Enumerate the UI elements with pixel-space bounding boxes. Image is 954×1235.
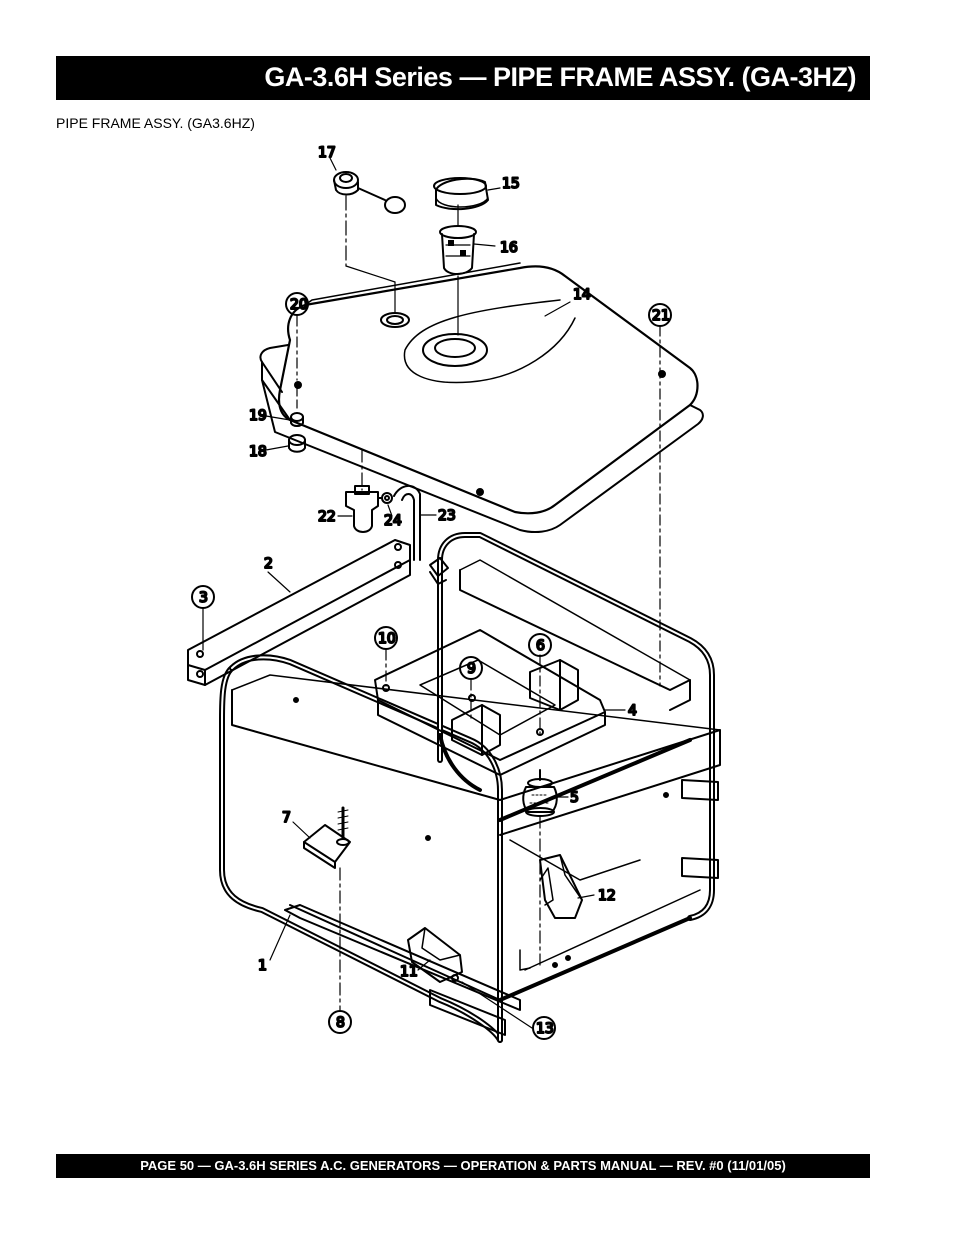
page-title: GA-3.6H Series — PIPE FRAME ASSY. (GA-3H… xyxy=(264,62,856,92)
callout-9: 9 xyxy=(467,661,476,677)
callout-14: 14 xyxy=(573,287,591,303)
callout-6: 6 xyxy=(536,638,545,654)
callout-1: 1 xyxy=(258,958,267,974)
rubber-mount xyxy=(522,769,558,966)
engine-bed xyxy=(374,629,606,792)
callout-17: 17 xyxy=(318,145,336,161)
callout-11: 11 xyxy=(400,964,418,980)
callout-15: 15 xyxy=(502,176,520,192)
fuel-gauge xyxy=(329,157,406,313)
callout-10: 10 xyxy=(378,631,396,647)
bracket-12 xyxy=(539,854,583,919)
callout-12: 12 xyxy=(598,888,616,904)
diagram-subtitle: PIPE FRAME ASSY. (GA3.6HZ) xyxy=(56,115,255,131)
footer-text: PAGE 50 — GA-3.6H SERIES A.C. GENERATORS… xyxy=(140,1158,786,1173)
callout-3: 3 xyxy=(199,590,208,606)
mount-brackets xyxy=(385,649,579,756)
callout-circles xyxy=(191,292,672,1040)
callout-19: 19 xyxy=(249,408,267,424)
footer-bar: PAGE 50 — GA-3.6H SERIES A.C. GENERATORS… xyxy=(56,1154,870,1178)
callout-22: 22 xyxy=(318,509,336,525)
callout-16: 16 xyxy=(500,240,518,256)
fuel-cock-assembly xyxy=(345,449,437,561)
bushing-washers xyxy=(288,387,306,453)
hose-clamp xyxy=(429,557,449,585)
fuel-strainer xyxy=(439,204,496,336)
callout-2: 2 xyxy=(264,556,273,572)
callout-20: 20 xyxy=(290,297,308,313)
bracket-rail xyxy=(187,539,411,686)
callout-24: 24 xyxy=(384,513,402,529)
callout-18: 18 xyxy=(249,444,267,460)
pipe-frame xyxy=(219,532,721,1043)
callout-4: 4 xyxy=(628,703,637,719)
header-bar: GA-3.6H Series — PIPE FRAME ASSY. (GA-3H… xyxy=(56,56,870,100)
fuel-cap xyxy=(433,177,501,211)
callout-21: 21 xyxy=(652,308,670,324)
fuel-tank xyxy=(259,262,704,534)
mount-bracket-7 xyxy=(303,806,351,1011)
callout-8: 8 xyxy=(336,1015,345,1031)
callout-7: 7 xyxy=(282,810,291,826)
callout-23: 23 xyxy=(438,508,456,524)
leader-lines xyxy=(202,301,661,1029)
foot-11 xyxy=(407,927,463,983)
callout-13: 13 xyxy=(536,1021,554,1037)
callout-5: 5 xyxy=(570,790,579,806)
